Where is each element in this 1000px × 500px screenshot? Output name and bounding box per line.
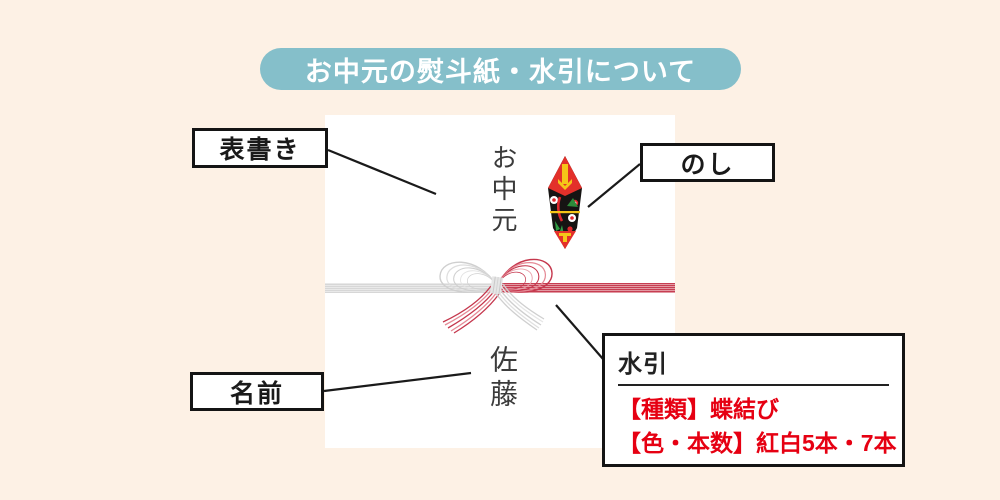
mizuhiki-title-underline	[618, 384, 889, 386]
mizuhiki-bow-icon	[439, 258, 553, 334]
page-title-text: お中元の熨斗紙・水引について	[304, 56, 697, 87]
front-writing-text: お中元	[487, 144, 517, 237]
mizuhiki-band-silver	[325, 283, 501, 293]
noshi-label: のし	[640, 143, 775, 182]
mizuhiki-type-line: 【種類】蝶結び	[618, 396, 779, 422]
mizuhiki-info-box: 水引 【種類】蝶結び 【色・本数】紅白5本・7本	[602, 333, 905, 467]
noshi-ornament-icon	[548, 156, 582, 249]
giver-name-text: 佐藤	[486, 345, 519, 413]
mizuhiki-color-line: 【色・本数】紅白5本・7本	[618, 430, 897, 456]
front-writing-label: 表書き	[192, 128, 328, 168]
page-title: お中元の熨斗紙・水引について	[260, 48, 741, 90]
front-writing-label-text: 表書き	[219, 136, 301, 164]
name-label-text: 名前	[229, 379, 284, 408]
noshi-label-text: のし	[680, 150, 735, 179]
mizuhiki-band-red	[501, 283, 675, 293]
name-label: 名前	[190, 372, 324, 411]
mizuhiki-title: 水引	[618, 351, 668, 378]
